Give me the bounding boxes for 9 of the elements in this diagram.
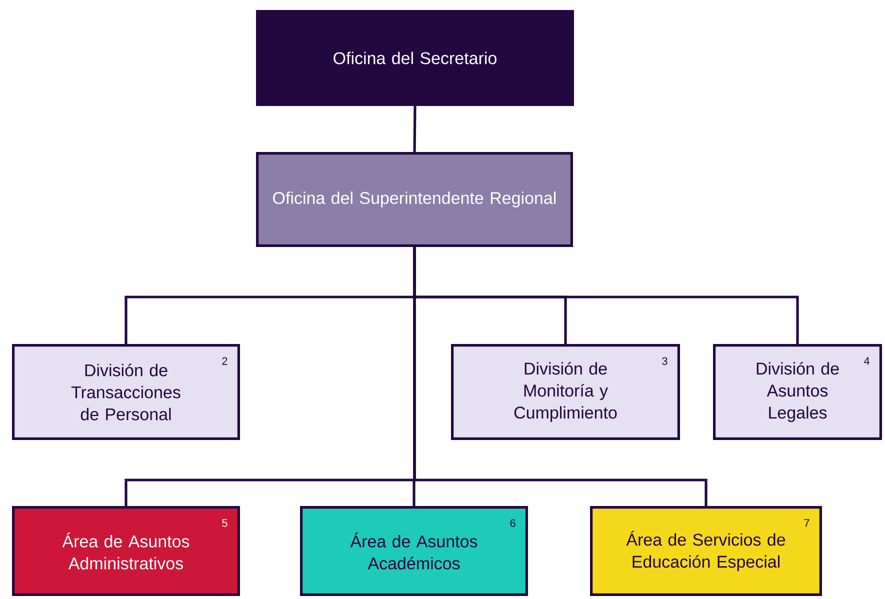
box-number: 6 — [510, 519, 516, 527]
box-number: 5 — [222, 519, 228, 527]
box-number: 4 — [864, 357, 870, 365]
box-number: 7 — [804, 519, 810, 527]
box-number: 2 — [222, 357, 228, 365]
office-box: Oficina del Secretario — [256, 10, 574, 106]
box-number: 3 — [662, 357, 668, 365]
connector-line — [413, 106, 416, 152]
office-box: Oficina del Superintendente Regional — [256, 152, 573, 247]
